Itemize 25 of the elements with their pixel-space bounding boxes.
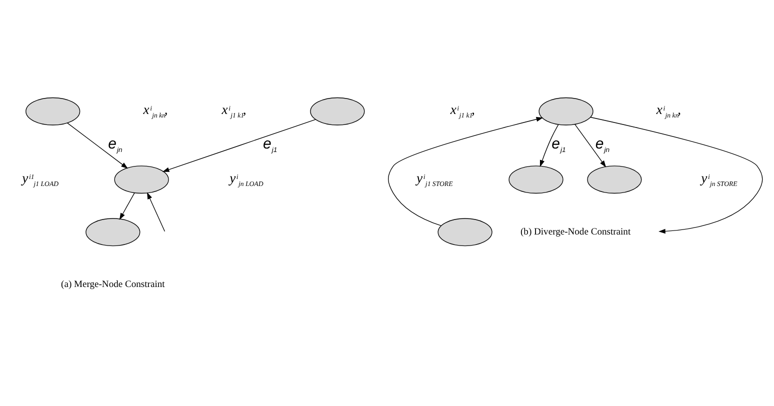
node-ellipse: [86, 218, 140, 246]
edge-label: e$_{j1}$: [263, 135, 278, 154]
arrow: [147, 192, 166, 232]
node-ellipse: [310, 96, 365, 125]
node-ellipse: [538, 96, 594, 125]
arrow: [66, 122, 128, 168]
node-ellipse: [438, 218, 492, 246]
arrow: [574, 123, 606, 167]
node-ellipse: [587, 165, 642, 194]
arrow: [388, 116, 544, 226]
node-ellipse: [508, 165, 564, 194]
label: (a) Merge-Node Constraint: [61, 278, 165, 290]
arrow: [590, 116, 763, 234]
edge-label: e$_{j1}$: [552, 135, 566, 154]
label: x$^{i}$$_{j1 k1}$,: [222, 102, 246, 120]
label: x$^{i}$$_{jn kn}$,: [143, 102, 168, 120]
arrow: [119, 192, 135, 220]
node-ellipse: [26, 96, 80, 125]
edge-label: e$_{jn}$: [108, 135, 122, 154]
label: x$^{i}$$_{j1 k1}$,: [450, 102, 475, 120]
label: (b) Diverge-Node Constraint: [520, 226, 631, 238]
arrow: [540, 124, 559, 166]
arrow: [162, 118, 316, 172]
edge-label: e$_{jn}$: [595, 135, 610, 154]
label: x$^{i}$$_{jn kn}$,: [656, 102, 681, 120]
